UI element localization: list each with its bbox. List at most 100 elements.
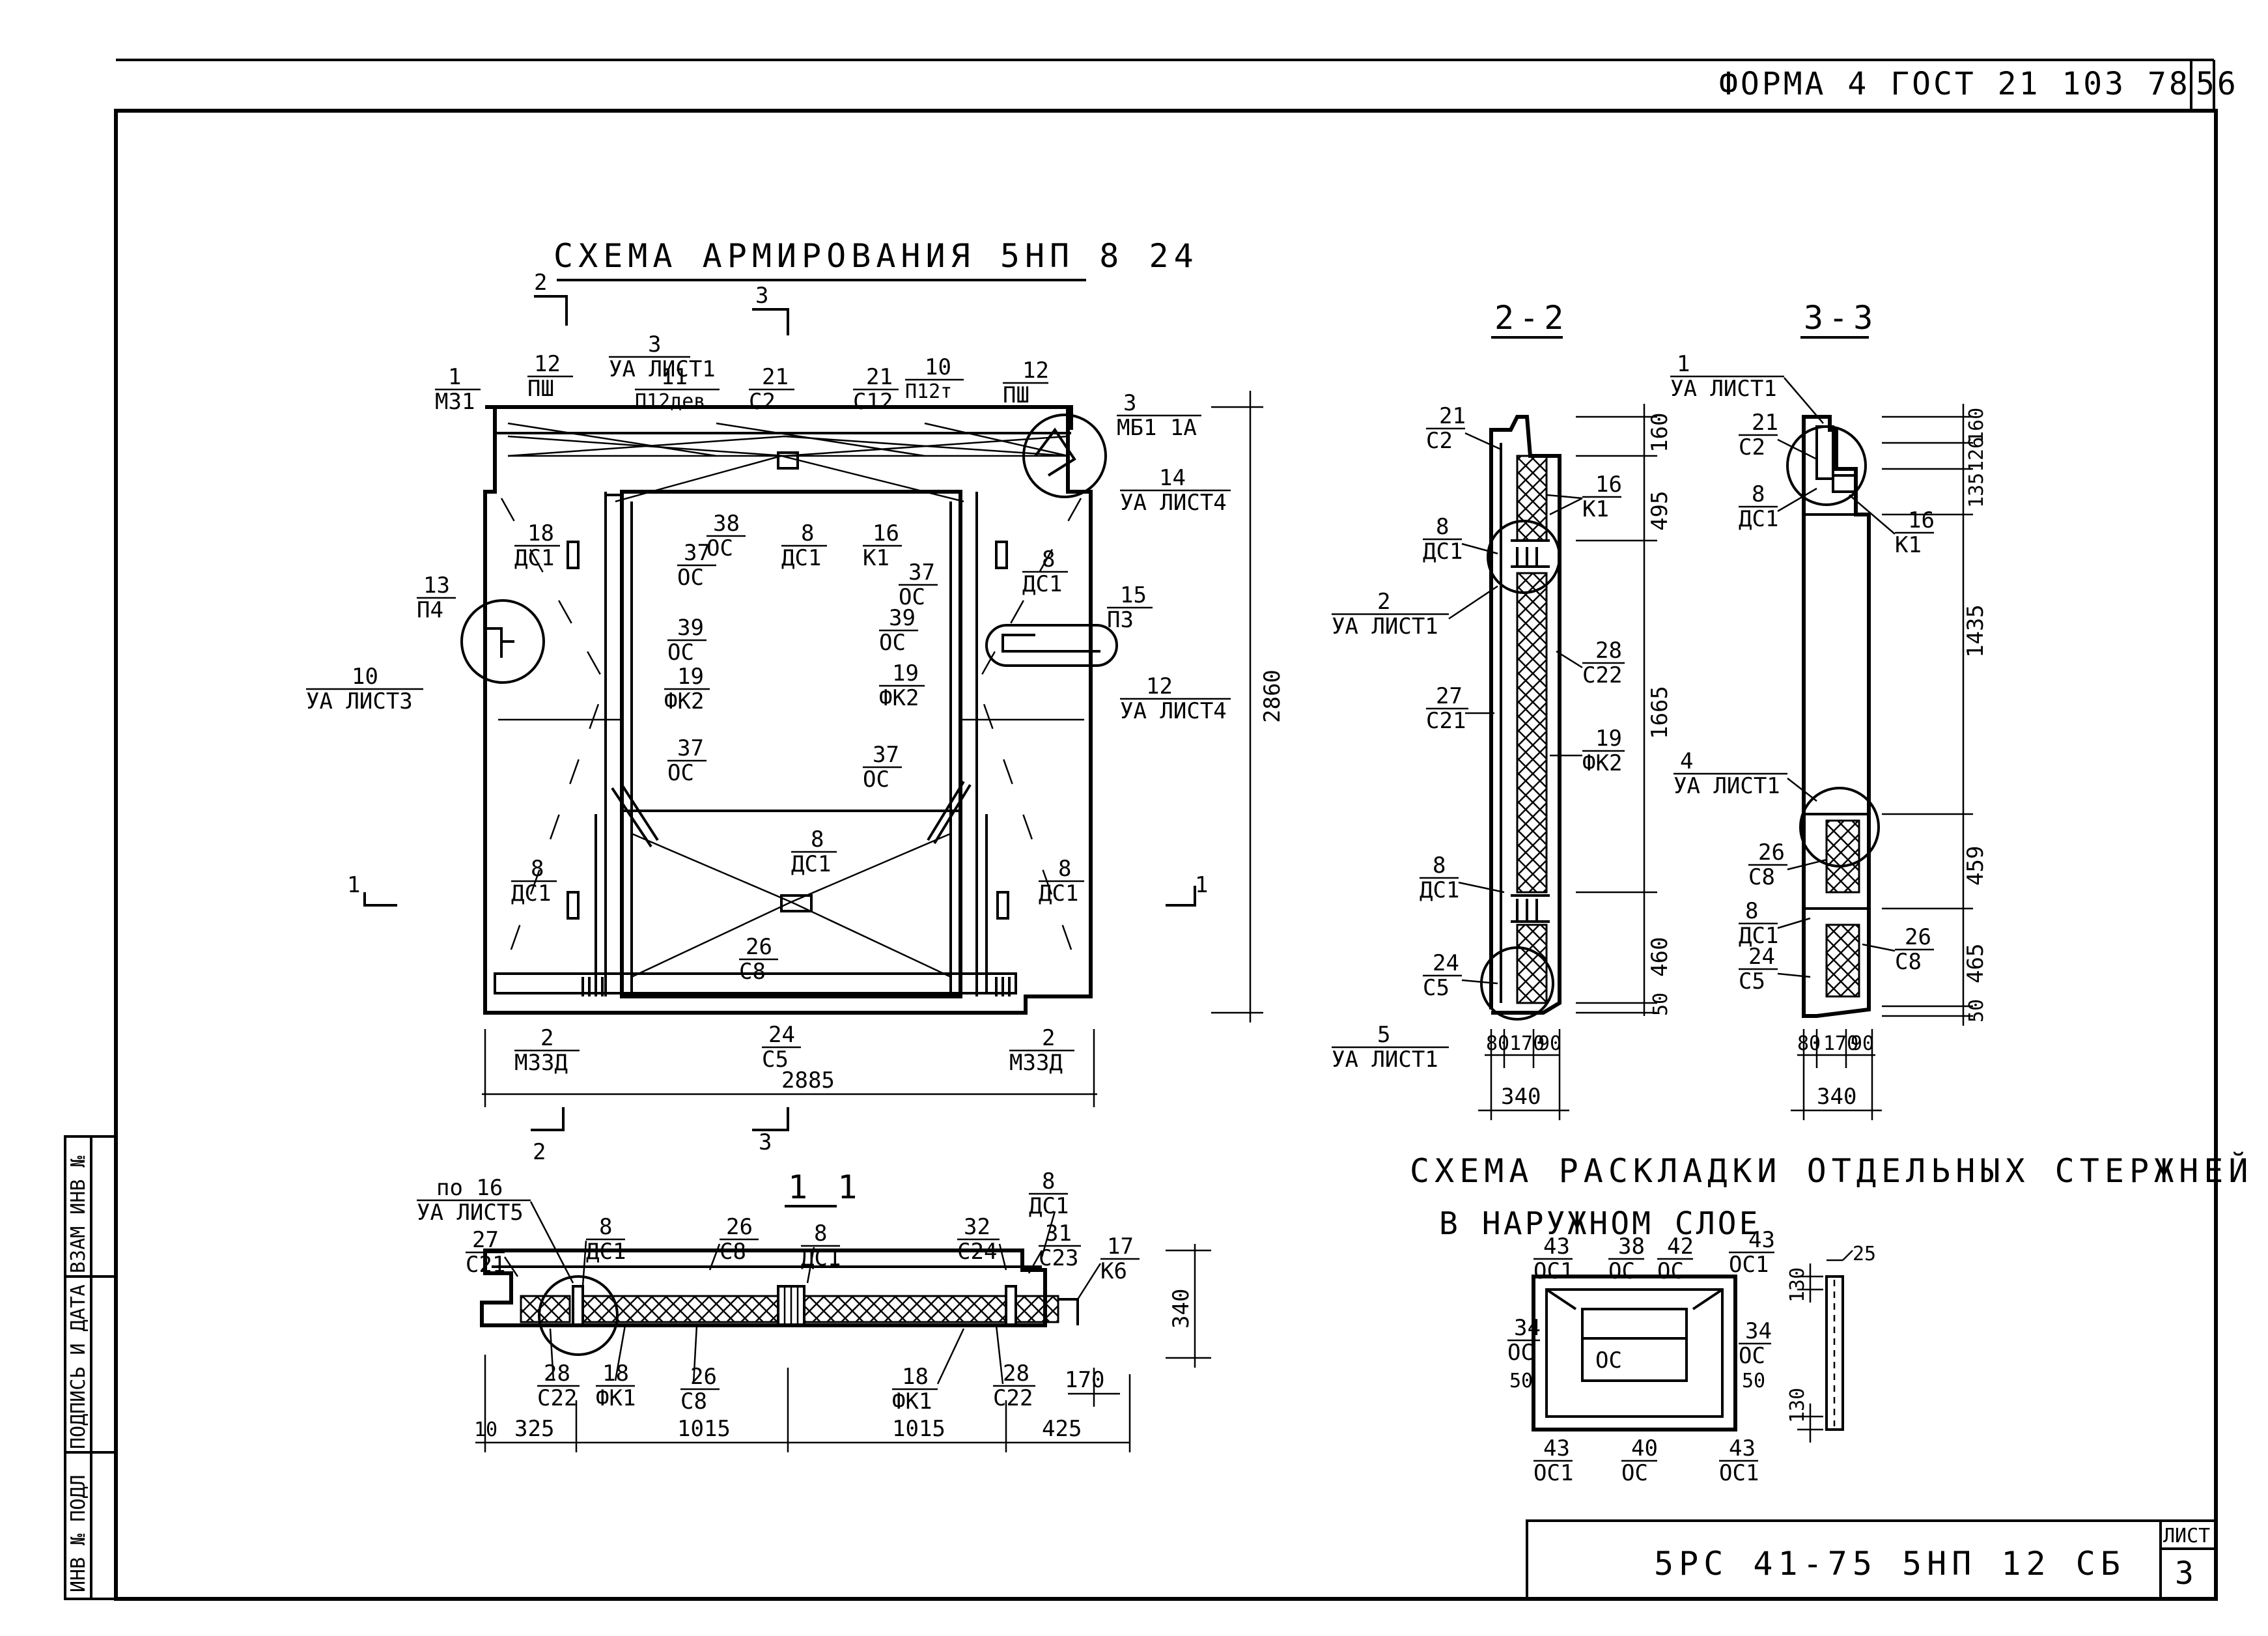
svg-text:ПШ: ПШ [527,376,554,402]
svg-text:ОС1: ОС1 [1533,1460,1573,1486]
svg-text:170: 170 [1823,1032,1858,1055]
svg-text:8: 8 [811,826,824,853]
svg-text:С22: С22 [1582,662,1622,688]
svg-text:37: 37 [908,559,935,585]
svg-text:50: 50 [1965,999,1988,1022]
svg-text:34: 34 [1745,1318,1772,1344]
svg-text:С2: С2 [1739,434,1765,460]
svg-text:12: 12 [534,351,561,377]
svg-text:ОС: ОС [1657,1258,1684,1284]
svg-text:31: 31 [1045,1220,1072,1247]
svg-text:25: 25 [1853,1243,1876,1265]
svg-text:П12дев: П12дев [635,390,705,413]
svg-text:1665: 1665 [1647,686,1673,739]
svg-text:С5: С5 [1739,968,1765,994]
svg-text:8: 8 [801,520,814,546]
svg-text:24: 24 [1748,944,1775,970]
svg-text:43: 43 [1543,1435,1570,1461]
stamp-sheet-num: 3 [2175,1555,2196,1592]
svg-text:ФК1: ФК1 [892,1389,932,1415]
svg-text:39: 39 [677,615,704,641]
svg-text:1: 1 [448,364,461,390]
svg-text:ОС1: ОС1 [1533,1258,1573,1284]
svg-text:8: 8 [1042,546,1055,572]
svg-text:ДС1: ДС1 [1420,877,1459,903]
sheet-frame [114,59,2218,1601]
svg-text:8: 8 [1752,481,1765,507]
label-3-sheet1: 3УА ЛИСТ1 [609,331,716,382]
section-marks: 2 3 1 1 2 3 [347,270,1208,1165]
svg-text:ДС1: ДС1 [791,851,831,877]
svg-text:С22: С22 [537,1385,577,1411]
svg-text:ОС: ОС [667,640,694,666]
svg-text:12: 12 [1146,673,1173,699]
section-2-2: 2-2 160 495 1665 460 50 80 170 90 340 [1478,299,1673,1120]
svg-text:16: 16 [1908,507,1935,533]
svg-text:С8: С8 [1748,864,1775,890]
svg-text:21: 21 [866,364,893,390]
svg-text:ДС1: ДС1 [1739,923,1778,949]
main-dimensions: 2885 2860 [482,391,1285,1107]
svg-text:170: 170 [1065,1367,1104,1393]
svg-text:27: 27 [472,1227,499,1253]
svg-text:С5: С5 [1423,975,1449,1001]
svg-text:8: 8 [814,1220,827,1247]
svg-text:ДС1: ДС1 [1022,571,1062,597]
svg-text:М33Д: М33Д [1009,1050,1063,1076]
svg-text:1015: 1015 [892,1416,945,1442]
svg-text:18: 18 [902,1364,929,1390]
svg-text:42: 42 [1667,1234,1694,1260]
svg-text:ДС1: ДС1 [781,545,821,571]
svg-text:50: 50 [1742,1370,1765,1392]
svg-text:8: 8 [1745,898,1758,924]
svg-text:К6: К6 [1100,1258,1127,1284]
svg-text:ОС1: ОС1 [1729,1252,1769,1278]
svg-text:130: 130 [1786,1267,1809,1303]
svg-text:26: 26 [746,934,772,960]
svg-text:21: 21 [1752,410,1778,436]
svg-text:УА ЛИСТ1: УА ЛИСТ1 [1332,1047,1438,1073]
svg-text:К1: К1 [863,545,889,571]
svg-text:27: 27 [1436,683,1463,709]
svg-text:1: 1 [1677,351,1690,377]
svg-text:8: 8 [1058,856,1071,882]
svg-text:8: 8 [531,856,544,882]
svg-text:ОС1: ОС1 [1719,1460,1759,1486]
svg-text:160: 160 [1647,413,1673,453]
svg-text:3: 3 [648,331,661,358]
svg-text:2860: 2860 [1259,670,1285,723]
svg-text:СХЕМА АРМИРОВАНИЯ 5НП 8 24: СХЕМА АРМИРОВАНИЯ 5НП 8 24 [553,237,1199,275]
svg-text:ОС: ОС [879,630,906,656]
svg-text:5: 5 [1377,1022,1390,1048]
svg-text:3-3: 3-3 [1804,299,1878,337]
svg-text:С22: С22 [993,1385,1033,1411]
svg-text:1435: 1435 [1963,604,1989,658]
header: ФОРМА 4 ГОСТ 21 103 78 56 [1719,66,2239,102]
svg-text:26: 26 [1905,924,1931,950]
svg-text:М31: М31 [435,389,475,415]
page-number: 56 [2196,66,2239,102]
svg-text:ОС: ОС [863,767,889,793]
svg-text:ОС: ОС [899,584,925,610]
svg-text:19: 19 [892,660,919,686]
svg-text:ОС: ОС [677,565,704,591]
svg-text:4: 4 [1680,748,1693,774]
svg-text:13: 13 [423,572,450,599]
svg-text:ДС1: ДС1 [1423,539,1463,565]
